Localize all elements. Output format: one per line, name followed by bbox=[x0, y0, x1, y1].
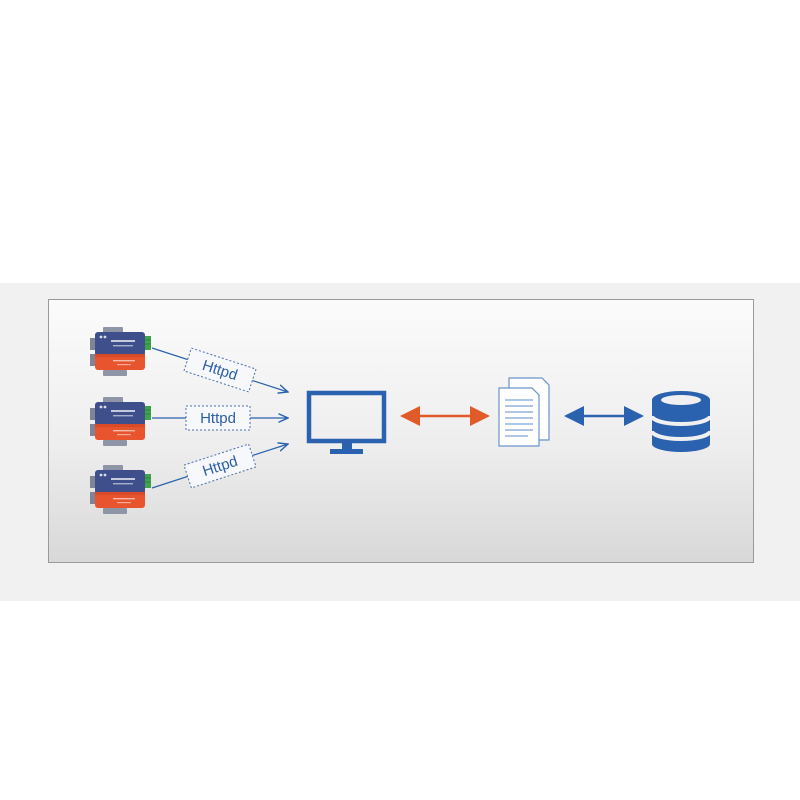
documents-icon bbox=[498, 377, 550, 447]
connection-label-box bbox=[183, 347, 257, 393]
connection-1: Httpd bbox=[151, 347, 288, 393]
device-1 bbox=[89, 326, 152, 377]
connection-2: Httpd bbox=[152, 405, 288, 431]
database-icon bbox=[650, 391, 712, 452]
serial-device-server-icon bbox=[89, 464, 152, 515]
connection-label: Httpd bbox=[200, 410, 236, 427]
connection-label-box bbox=[185, 405, 251, 431]
connection-3: Httpd bbox=[151, 444, 288, 489]
diagram-panel bbox=[48, 299, 754, 563]
serial-device-server-icon bbox=[89, 396, 152, 447]
device-2 bbox=[89, 396, 152, 447]
device-3 bbox=[89, 464, 152, 515]
serial-device-server-icon bbox=[89, 326, 152, 377]
monitor-icon bbox=[306, 390, 387, 454]
